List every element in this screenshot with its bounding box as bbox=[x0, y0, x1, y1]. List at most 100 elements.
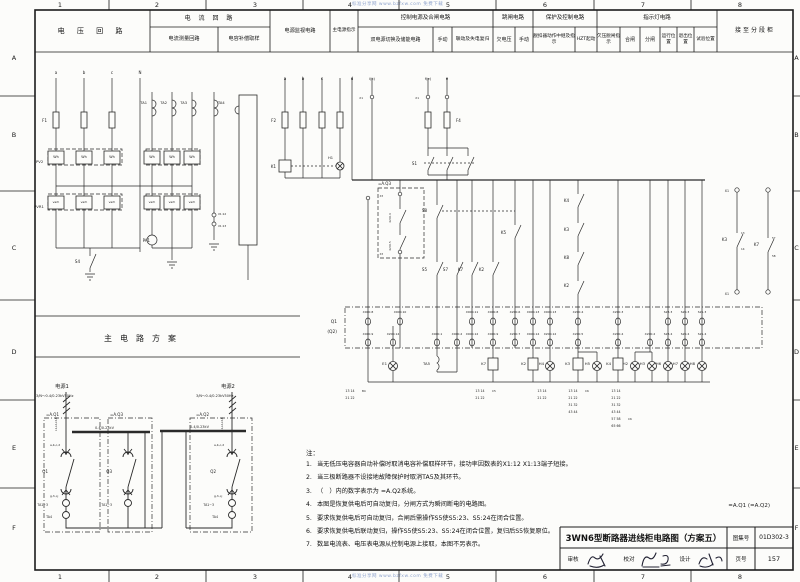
schematic-label: K7 bbox=[481, 361, 486, 366]
component-symbols bbox=[47, 94, 624, 371]
frame-row-letter-left: B bbox=[12, 131, 16, 139]
lamp-symbol bbox=[592, 361, 602, 371]
fuse-symbol bbox=[299, 111, 307, 129]
designer-signature bbox=[698, 553, 723, 568]
terminal-oval bbox=[575, 338, 581, 347]
schematic-label: =A.Q3 bbox=[110, 412, 123, 417]
schematic-label: X1 bbox=[359, 96, 363, 100]
schematic-label: b bbox=[302, 76, 305, 81]
frame-col-number-top: 3 bbox=[253, 1, 257, 9]
notes-block: 注： 1.当无低压电容器自动补偿时取消电容补偿取样环节，接功率因数表的X1:12… bbox=[306, 447, 706, 552]
schematic-label: K3 bbox=[565, 361, 570, 366]
schematic-label: H2 bbox=[623, 361, 629, 366]
fuse-symbol bbox=[424, 111, 432, 129]
schematic-label: B4 bbox=[362, 389, 366, 393]
lamp-symbol bbox=[680, 361, 690, 371]
schematic-label: H1 bbox=[328, 156, 333, 160]
aq3-control-box bbox=[377, 187, 425, 259]
ammeter-pa1 bbox=[146, 234, 158, 246]
frame-col-number-top: 8 bbox=[738, 1, 742, 9]
ct-ta13 bbox=[228, 499, 236, 507]
schematic-label: Q1 bbox=[331, 319, 337, 325]
varh-meter bbox=[75, 195, 93, 210]
schematic-label: S8 bbox=[422, 208, 428, 213]
terminal-band-box bbox=[344, 306, 763, 349]
schematic-label: 3/N～0.4/0.23kV50Hz bbox=[36, 394, 74, 398]
terminal-oval bbox=[365, 317, 371, 326]
terminal-oval bbox=[434, 338, 440, 347]
schematic-label: PV2 bbox=[36, 159, 44, 164]
header-col-capacitor-compensation-sampling: 电容补偿取样 bbox=[228, 36, 260, 43]
schematic-label: K2 bbox=[564, 283, 570, 288]
schematic-label: S21.3 bbox=[698, 310, 707, 314]
schematic-label: S7 bbox=[443, 267, 449, 272]
terminal-oval bbox=[390, 338, 396, 347]
relay-coil-k7 bbox=[487, 357, 499, 371]
schematic-label: S5 bbox=[422, 267, 428, 272]
schematic-label: a bbox=[55, 70, 58, 75]
schematic-label: X1 bbox=[725, 292, 729, 296]
schematic-label: X000.13 bbox=[527, 310, 540, 314]
header-col-indicator-lamp-circuit: 指示灯电路 bbox=[643, 15, 671, 22]
schematic-label: 13 14 bbox=[611, 389, 620, 393]
header-grid bbox=[35, 10, 793, 53]
ct-ta13 bbox=[62, 499, 70, 507]
ground-symbol bbox=[85, 243, 219, 281]
schematic-label: S23.4 bbox=[664, 332, 673, 336]
schematic-label: K3 bbox=[564, 227, 570, 232]
schematic-label: 31 32 bbox=[568, 403, 577, 407]
relay-coil-k2 bbox=[527, 357, 539, 371]
note-item: 2.当三极断路器不设接地故障保护时取消TA5及其环节。 bbox=[306, 474, 465, 482]
schematic-label: X200.2 bbox=[645, 332, 656, 336]
fuse-symbol bbox=[281, 111, 289, 129]
header-col-interlock-reset: 联动及失电复归 bbox=[455, 36, 490, 42]
terminal-oval bbox=[665, 317, 671, 326]
schematic-label: TA4 bbox=[217, 101, 225, 105]
schematic-label: 电源1 bbox=[55, 382, 69, 390]
breaker-trip-unit-block bbox=[238, 94, 258, 246]
schematic-label: H7 bbox=[673, 361, 679, 366]
header-col-trip-circuit: 跳闸电路 bbox=[501, 15, 524, 22]
lamp-symbol bbox=[545, 361, 555, 371]
schematic-label: =A.Q1 bbox=[46, 412, 59, 417]
schematic-label: 57 58 bbox=[611, 417, 620, 421]
schematic-label: X200.12 bbox=[544, 332, 557, 336]
schematic-label: 21 22 bbox=[568, 396, 577, 400]
frame-row-letter-left: D bbox=[11, 348, 16, 356]
aq3-power-box bbox=[107, 417, 153, 533]
schematic-label: 0.4/0.23kV bbox=[95, 426, 115, 430]
titleblock-grid bbox=[559, 526, 793, 570]
schematic-label: 0.4/0.23kV bbox=[190, 425, 210, 429]
header-col-power-monitor: 电源监视电路 bbox=[284, 27, 316, 34]
schematic-label: TA5 bbox=[422, 361, 431, 366]
terminal-oval bbox=[665, 338, 671, 347]
schematic-label: K7 bbox=[754, 242, 760, 247]
terminal-oval bbox=[469, 338, 475, 347]
ct-symbol bbox=[151, 99, 440, 371]
schematic-label: TA4 bbox=[211, 515, 218, 519]
lamp-symbol bbox=[697, 361, 707, 371]
page-number-label: 页号 bbox=[735, 557, 747, 563]
terminal-oval bbox=[682, 317, 688, 326]
frame-col-number-top: 5 bbox=[446, 1, 450, 9]
schematic-label: varh bbox=[81, 200, 88, 204]
schematic-label: F4 bbox=[456, 118, 461, 123]
header-col-closed-indication: 合闸 bbox=[624, 36, 635, 43]
schematic-label: H6 bbox=[656, 361, 662, 366]
frame-col-number-bottom: 4 bbox=[348, 573, 352, 581]
schematic-label: C6 bbox=[628, 417, 632, 421]
busbar bbox=[72, 429, 246, 434]
schematic-label: 43 44 bbox=[568, 410, 577, 414]
terminal-oval bbox=[699, 317, 705, 326]
schematic-label: Q1 bbox=[42, 469, 48, 474]
reviewer-signature bbox=[587, 553, 606, 568]
schematic-label: d bbox=[351, 76, 354, 81]
frame-row-letter-left: A bbox=[12, 54, 17, 62]
frame-row-letter-right: C bbox=[794, 244, 799, 252]
lamp-symbol bbox=[630, 361, 640, 371]
schematic-label: K2 bbox=[521, 361, 526, 366]
schematic-label: X000.8 bbox=[488, 310, 499, 314]
header-col-current-circuit: 电 流 回 路 bbox=[184, 14, 236, 22]
wh-meter bbox=[163, 150, 181, 165]
